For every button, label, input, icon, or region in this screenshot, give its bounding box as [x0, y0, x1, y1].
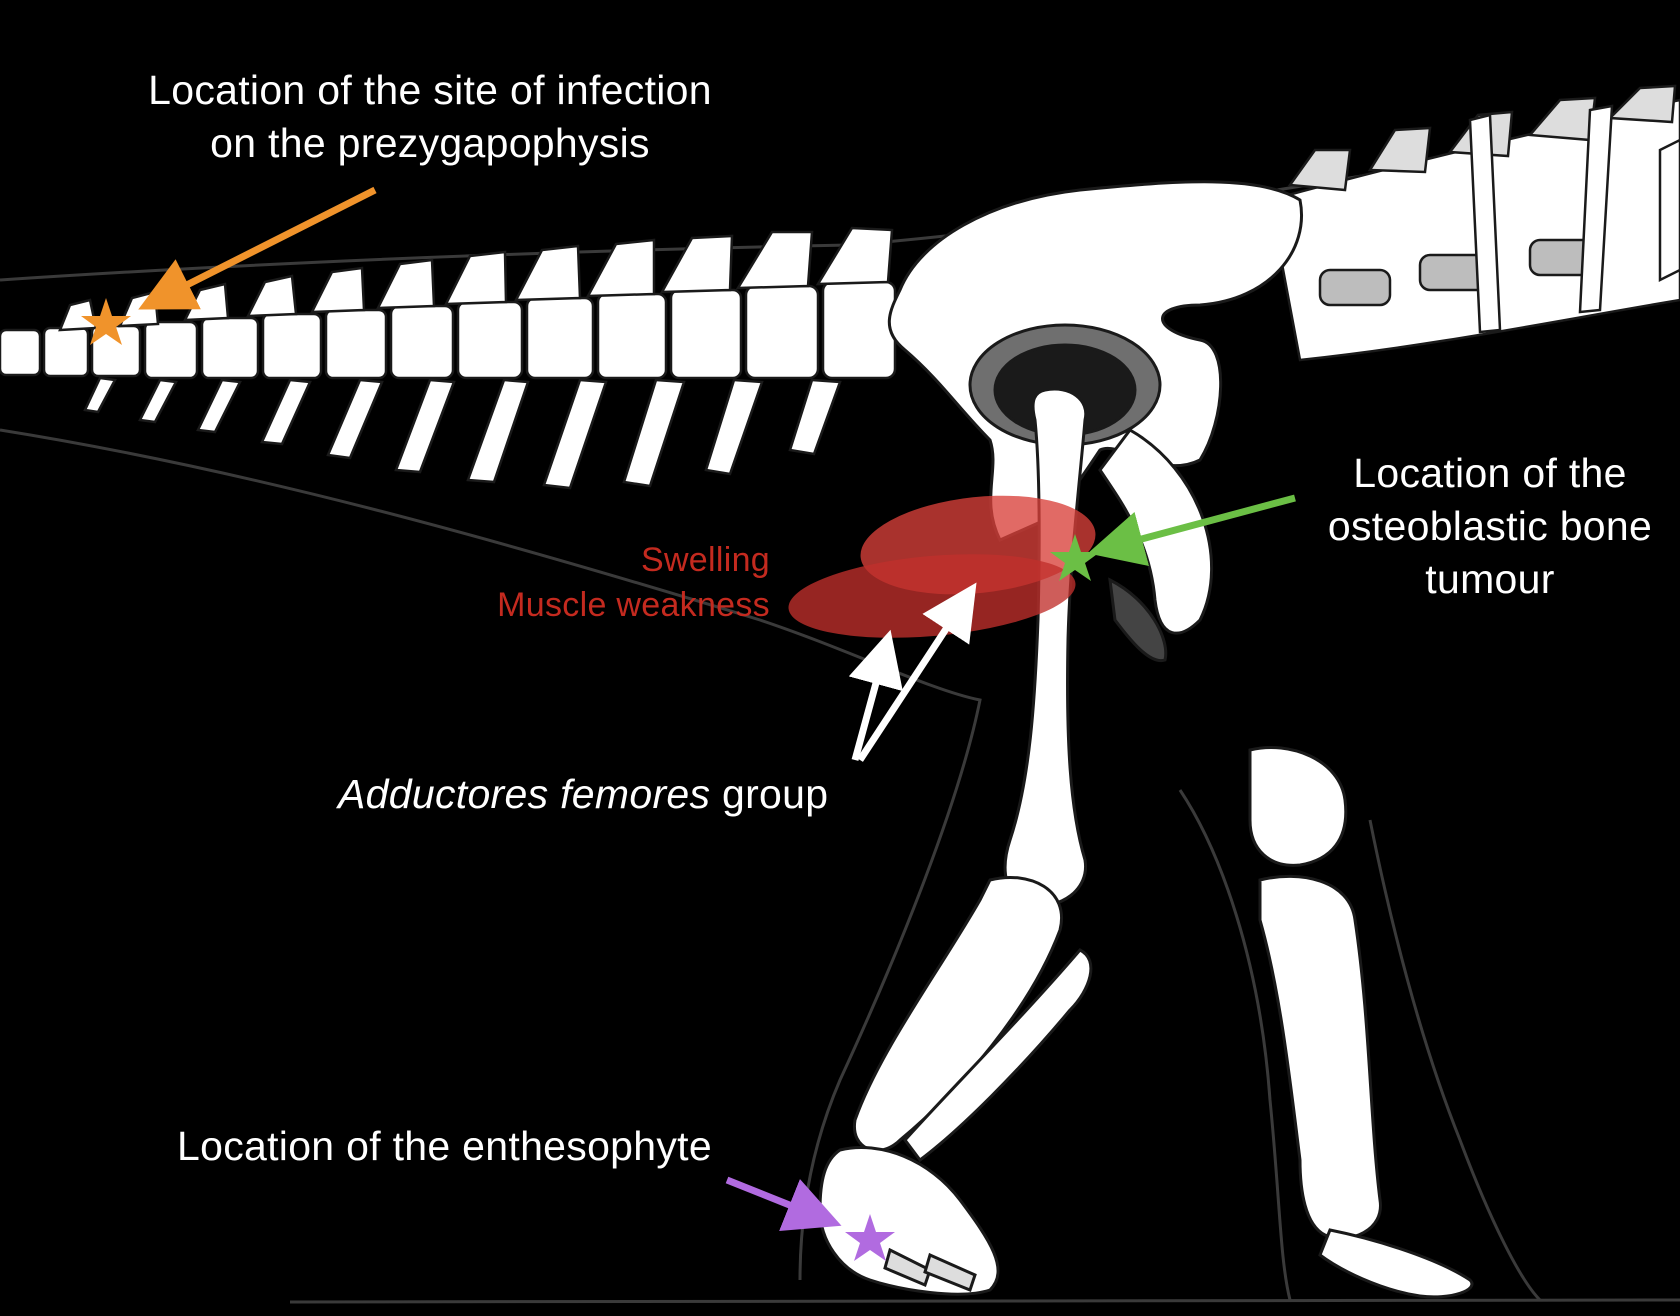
infection-arrow	[138, 186, 377, 310]
infection-label: Location of the site of infection on the…	[100, 64, 760, 170]
adductores-arrow-left	[848, 629, 903, 761]
enthesophyte-label: Location of the enthesophyte	[177, 1120, 837, 1173]
infection-label-line1: Location of the site of infection	[148, 67, 712, 113]
rear-leg	[1248, 745, 1474, 1299]
enthesophyte-label-text: Location of the enthesophyte	[177, 1123, 712, 1169]
swelling-label-line2: Muscle weakness	[497, 586, 770, 624]
infection-label-line2: on the prezygapophysis	[210, 120, 650, 166]
adductores-label: Adductores femores group	[338, 768, 938, 821]
tumour-label-line1: Location of the	[1353, 450, 1627, 496]
star-icon-orange	[81, 298, 131, 345]
tumour-label: Location of the osteoblastic bone tumour	[1300, 447, 1680, 606]
star-icon-green	[1050, 534, 1100, 581]
vertebral-column	[0, 226, 897, 490]
adductores-arrow-right	[857, 582, 977, 762]
front-foot	[818, 1145, 1000, 1296]
swelling-label-line1: Swelling	[640, 541, 770, 579]
pelvis	[887, 180, 1303, 663]
swelling-label: Swelling Muscle weakness	[430, 538, 770, 628]
front-lower-leg	[853, 875, 1093, 1163]
tumour-arrow	[1087, 494, 1296, 567]
dorsal-vertebrae	[1268, 84, 1680, 362]
star-icon-purple	[845, 1214, 895, 1261]
adductores-label-italic: Adductores femores	[338, 771, 711, 817]
adductores-label-rest: group	[710, 771, 829, 817]
tumour-label-line2: osteoblastic bone	[1327, 503, 1653, 549]
enthesophyte-arrow	[725, 1176, 842, 1231]
tumour-label-line3: tumour	[1425, 556, 1555, 602]
